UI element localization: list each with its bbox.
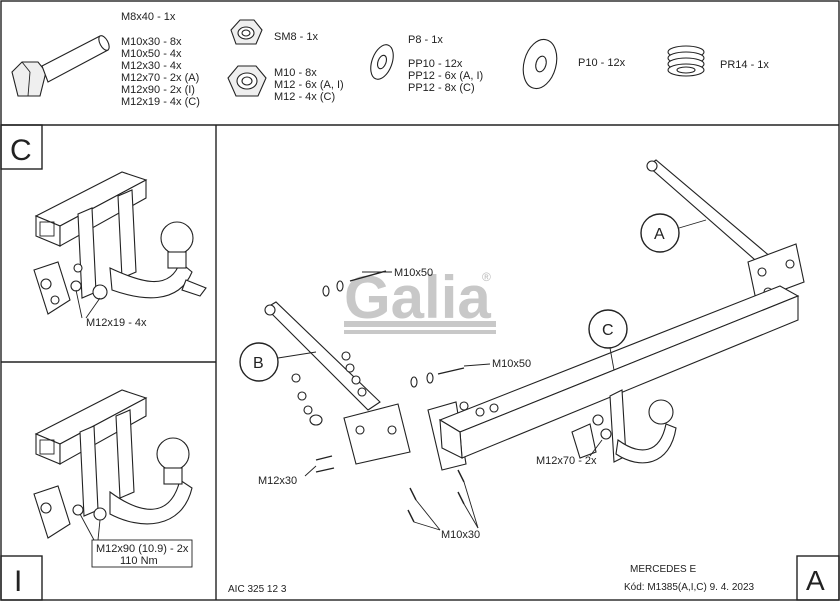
galia-logo: Galia ® [344, 264, 496, 334]
panel-i: I M12x90 (10.9) - 2x 110 Nm [0, 389, 193, 601]
registered-mark: ® [482, 270, 491, 284]
svg-text:A: A [806, 565, 825, 596]
hardware-bottom-bolts [407, 439, 603, 531]
spring-washer-icon [667, 45, 705, 77]
washer-small-icon [370, 44, 394, 80]
bolt-m12x90: M12x90 - 2x (I) [121, 84, 195, 96]
hitch-fixed-drawing [33, 389, 193, 541]
nut-sm8-icon [230, 19, 263, 45]
code-date: Kód: M1385(A,I,C) 9. 4. 2023 [624, 582, 755, 593]
hardware-bracket-b [291, 351, 367, 477]
panel-c-callout: M12x19 - 4x [86, 317, 147, 329]
bolt-m12x30: M12x30 - 4x [121, 60, 182, 72]
parts-list: M8x40 - 1x M10x30 - 8x M10x50 - 4x M12x3… [11, 11, 769, 108]
svg-text:A: A [654, 226, 665, 243]
panel-a-letter-box: A [796, 555, 840, 601]
bolt-m10x50: M10x50 - 4x [121, 48, 182, 60]
nut-m12-ai: M12 - 6x (A, I) [274, 79, 344, 91]
bracket-a [646, 159, 805, 301]
bolt-m12x70: M12x70 - 2x (A) [121, 72, 199, 84]
label-m10x30: M10x30 [441, 529, 480, 541]
bolt-m12x19: M12x19 - 4x (C) [121, 96, 200, 108]
label-m10x50-mid: M10x50 [492, 358, 531, 370]
panel-i-callout-1: M12x90 (10.9) - 2x [96, 543, 189, 555]
bolt-m10x30: M10x30 - 8x [121, 36, 182, 48]
nut-m10: M10 - 8x [274, 67, 317, 79]
panel-i-letter: I [14, 565, 22, 598]
svg-text:C: C [602, 322, 614, 339]
hardware-top [322, 270, 392, 297]
callout-b: B [239, 342, 317, 382]
nut-m10-icon [227, 65, 267, 97]
label-m12x70: M12x70 - 2x [536, 455, 597, 467]
bolt-icon [11, 35, 110, 97]
label-m10x50-top: M10x50 [394, 267, 433, 279]
washer-pp12-c: PP12 - 8x (C) [408, 82, 475, 94]
label-m12x30: M12x30 [258, 475, 297, 487]
main-assembly: Galia ® [228, 159, 840, 601]
svg-text:B: B [253, 355, 264, 372]
spring-pr14: PR14 - 1x [720, 59, 769, 71]
hardware-mid [410, 363, 499, 417]
panel-c-letter: C [10, 134, 32, 167]
panel-c: C M12x19 - 4x [0, 124, 207, 329]
nut-m12-c: M12 - 4x (C) [274, 91, 335, 103]
nut-sm8-label: SM8 - 1x [274, 31, 319, 43]
bolt-m8x40: M8x40 - 1x [121, 11, 176, 23]
callout-a: A [640, 213, 707, 253]
washer-p8: P8 - 1x [408, 34, 443, 46]
washer-large-icon [522, 38, 558, 90]
washer-pp10: PP10 - 12x [408, 58, 463, 70]
washer-pp12-ai: PP12 - 6x (A, I) [408, 70, 483, 82]
hitch-detachable-drawing [33, 171, 207, 319]
crossbar-c [438, 285, 800, 459]
vehicle-name: MERCEDES E [630, 564, 696, 575]
panel-i-callout-2: 110 Nm [120, 555, 158, 567]
callout-c: C [588, 309, 628, 371]
doc-code: AIC 325 12 3 [228, 584, 287, 595]
tow-ball [571, 389, 677, 464]
washer-p10: P10 - 12x [578, 57, 626, 69]
